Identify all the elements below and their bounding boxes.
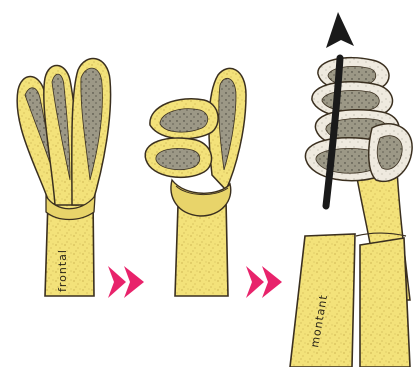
frontal-label: frontal — [56, 249, 69, 292]
montant-strand-right — [360, 238, 410, 367]
step-3-lifted-knot: montant — [290, 12, 412, 367]
step-2-folded-knot — [145, 68, 246, 296]
step-1-three-loops: frontal — [17, 59, 110, 296]
double-chevron-right-icon — [108, 266, 144, 298]
double-chevron-right-icon — [246, 266, 282, 298]
